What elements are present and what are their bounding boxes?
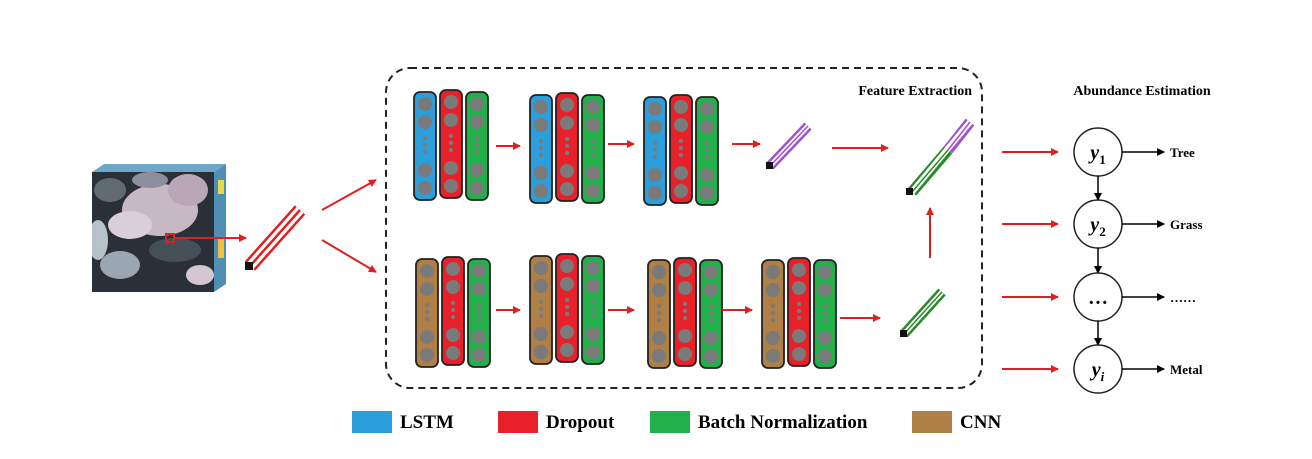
cnn-branch <box>415 253 837 369</box>
legend-item-dropout: Dropout <box>498 411 615 433</box>
cnn-block-3 <box>647 257 723 369</box>
hyperspectral-cube-image <box>92 164 226 292</box>
legend-label: LSTM <box>400 412 454 433</box>
abundance-estimation-label: Abundance Estimation <box>1073 84 1211 99</box>
node-subscript: i <box>1101 369 1105 384</box>
cnn-block-3-dropout-layer <box>673 257 697 367</box>
lstm-block-1-dropout-layer <box>439 89 463 199</box>
arrow-to-lstm-branch <box>321 179 377 211</box>
cnn-block-1-batch-normalization-layer <box>467 258 491 368</box>
legend: LSTM Dropout Batch Normalization CNN <box>352 411 1001 433</box>
lstm-block-3-dropout-layer <box>669 94 693 204</box>
lstm-feature-vector <box>766 122 812 170</box>
cnn-block-4-dropout-layer <box>787 257 811 367</box>
cnn-feature-vector <box>900 288 946 338</box>
cnn-block-1-dropout-layer <box>441 256 465 366</box>
cnn-block-4-cnn-layer <box>761 259 785 369</box>
legend-label: Dropout <box>546 412 615 433</box>
target-label: Metal <box>1170 362 1203 377</box>
lstm-block-2-lstm-layer <box>529 94 553 204</box>
cnn-block-1 <box>415 256 491 368</box>
cnn-block-2-cnn-layer <box>529 255 553 365</box>
lstm-block-1-batch-normalization-layer <box>465 91 489 201</box>
target-label: Grass <box>1170 217 1203 232</box>
feature-extraction-box <box>385 67 983 389</box>
cnn-block-1-cnn-layer <box>415 258 439 368</box>
cnn-block-3-batch-normalization-layer <box>699 259 723 369</box>
lstm-branch <box>413 89 719 206</box>
legend-swatch <box>498 411 538 433</box>
abundance-node-3: ……… <box>1073 272 1196 346</box>
cnn-block-2-batch-normalization-layer <box>581 255 605 365</box>
legend-swatch <box>912 411 952 433</box>
feature-extraction-label: Feature Extraction <box>858 84 972 99</box>
lstm-block-2-batch-normalization-layer <box>581 94 605 204</box>
arrow-to-cnn-branch <box>321 239 377 273</box>
lstm-block-1-lstm-layer <box>413 91 437 201</box>
legend-swatch <box>352 411 392 433</box>
lstm-block-2-dropout-layer <box>555 92 579 202</box>
lstm-block-1 <box>413 89 489 201</box>
legend-label: CNN <box>960 412 1001 433</box>
cnn-block-3-cnn-layer <box>647 259 671 369</box>
lstm-block-3-lstm-layer <box>643 96 667 206</box>
cnn-block-2 <box>529 253 605 365</box>
pixel-spectral-vector <box>244 205 306 271</box>
cnn-block-4-batch-normalization-layer <box>813 259 837 369</box>
legend-swatch <box>650 411 690 433</box>
fused-feature-vector <box>906 118 975 196</box>
lstm-block-3 <box>643 94 719 206</box>
target-label: …… <box>1170 290 1196 305</box>
node-symbol: … <box>1088 287 1108 309</box>
node-subscript: 2 <box>1099 224 1106 239</box>
legend-label: Batch Normalization <box>698 412 868 433</box>
lstm-block-2 <box>529 92 605 204</box>
cnn-block-4 <box>761 257 837 369</box>
node-subscript: 1 <box>1099 152 1106 167</box>
lstm-block-3-batch-normalization-layer <box>695 96 719 206</box>
legend-item-lstm: LSTM <box>352 411 454 433</box>
legend-item-batch-normalization: Batch Normalization <box>650 411 868 433</box>
cnn-block-2-dropout-layer <box>555 253 579 363</box>
target-label: Tree <box>1170 145 1195 160</box>
legend-item-cnn: CNN <box>912 411 1001 433</box>
